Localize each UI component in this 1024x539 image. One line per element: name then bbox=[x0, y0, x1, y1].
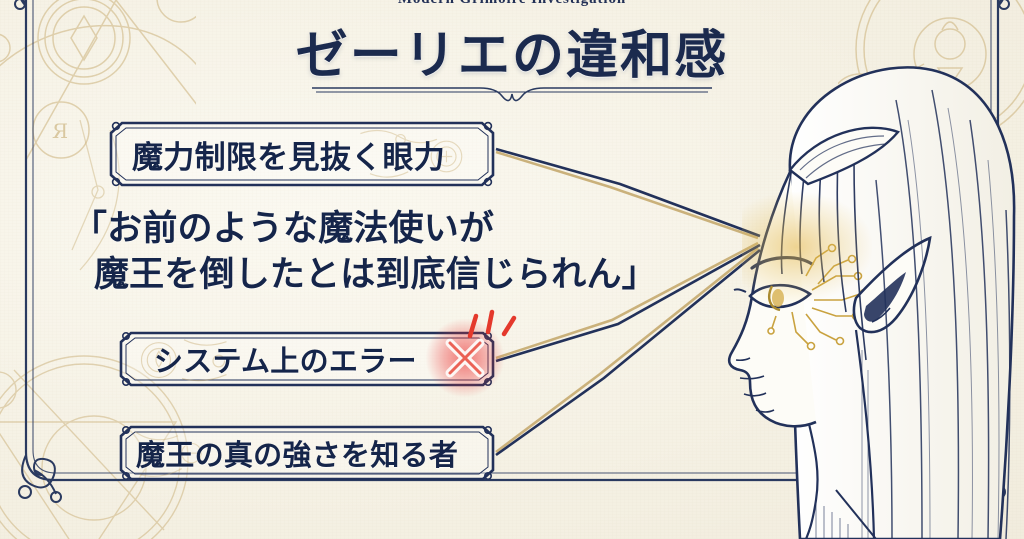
english-kicker: Modern Grimoire Investigation bbox=[0, 0, 1024, 8]
insight-box-1[interactable]: 魔力制限を見抜く眼力 bbox=[108, 120, 496, 188]
box-frame bbox=[109, 121, 495, 187]
title-divider bbox=[312, 87, 712, 102]
insight-box-3[interactable]: 魔王の真の強さを知る者 bbox=[118, 424, 496, 482]
page-title: ゼーリエの違和感 bbox=[295, 25, 729, 86]
quote-line-1: 「お前のような魔法使いが bbox=[72, 209, 495, 249]
character-illustration bbox=[727, 66, 1016, 539]
insight-box-3-label: 魔王の真の強さを知る者 bbox=[136, 438, 459, 472]
insight-box-1-label: 魔力制限を見抜く眼力 bbox=[132, 139, 446, 176]
character-quote: 「お前のような魔法使いが 魔王を倒したとは到底信じられん」 bbox=[72, 206, 672, 298]
svg-text:Я: Я bbox=[52, 119, 68, 143]
box-frame bbox=[119, 425, 495, 481]
quote-line-2: 魔王を倒したとは到底信じられん」 bbox=[94, 255, 657, 296]
x-impact-lines bbox=[467, 309, 517, 339]
insight-box-2-label: システム上のエラー bbox=[154, 344, 417, 378]
